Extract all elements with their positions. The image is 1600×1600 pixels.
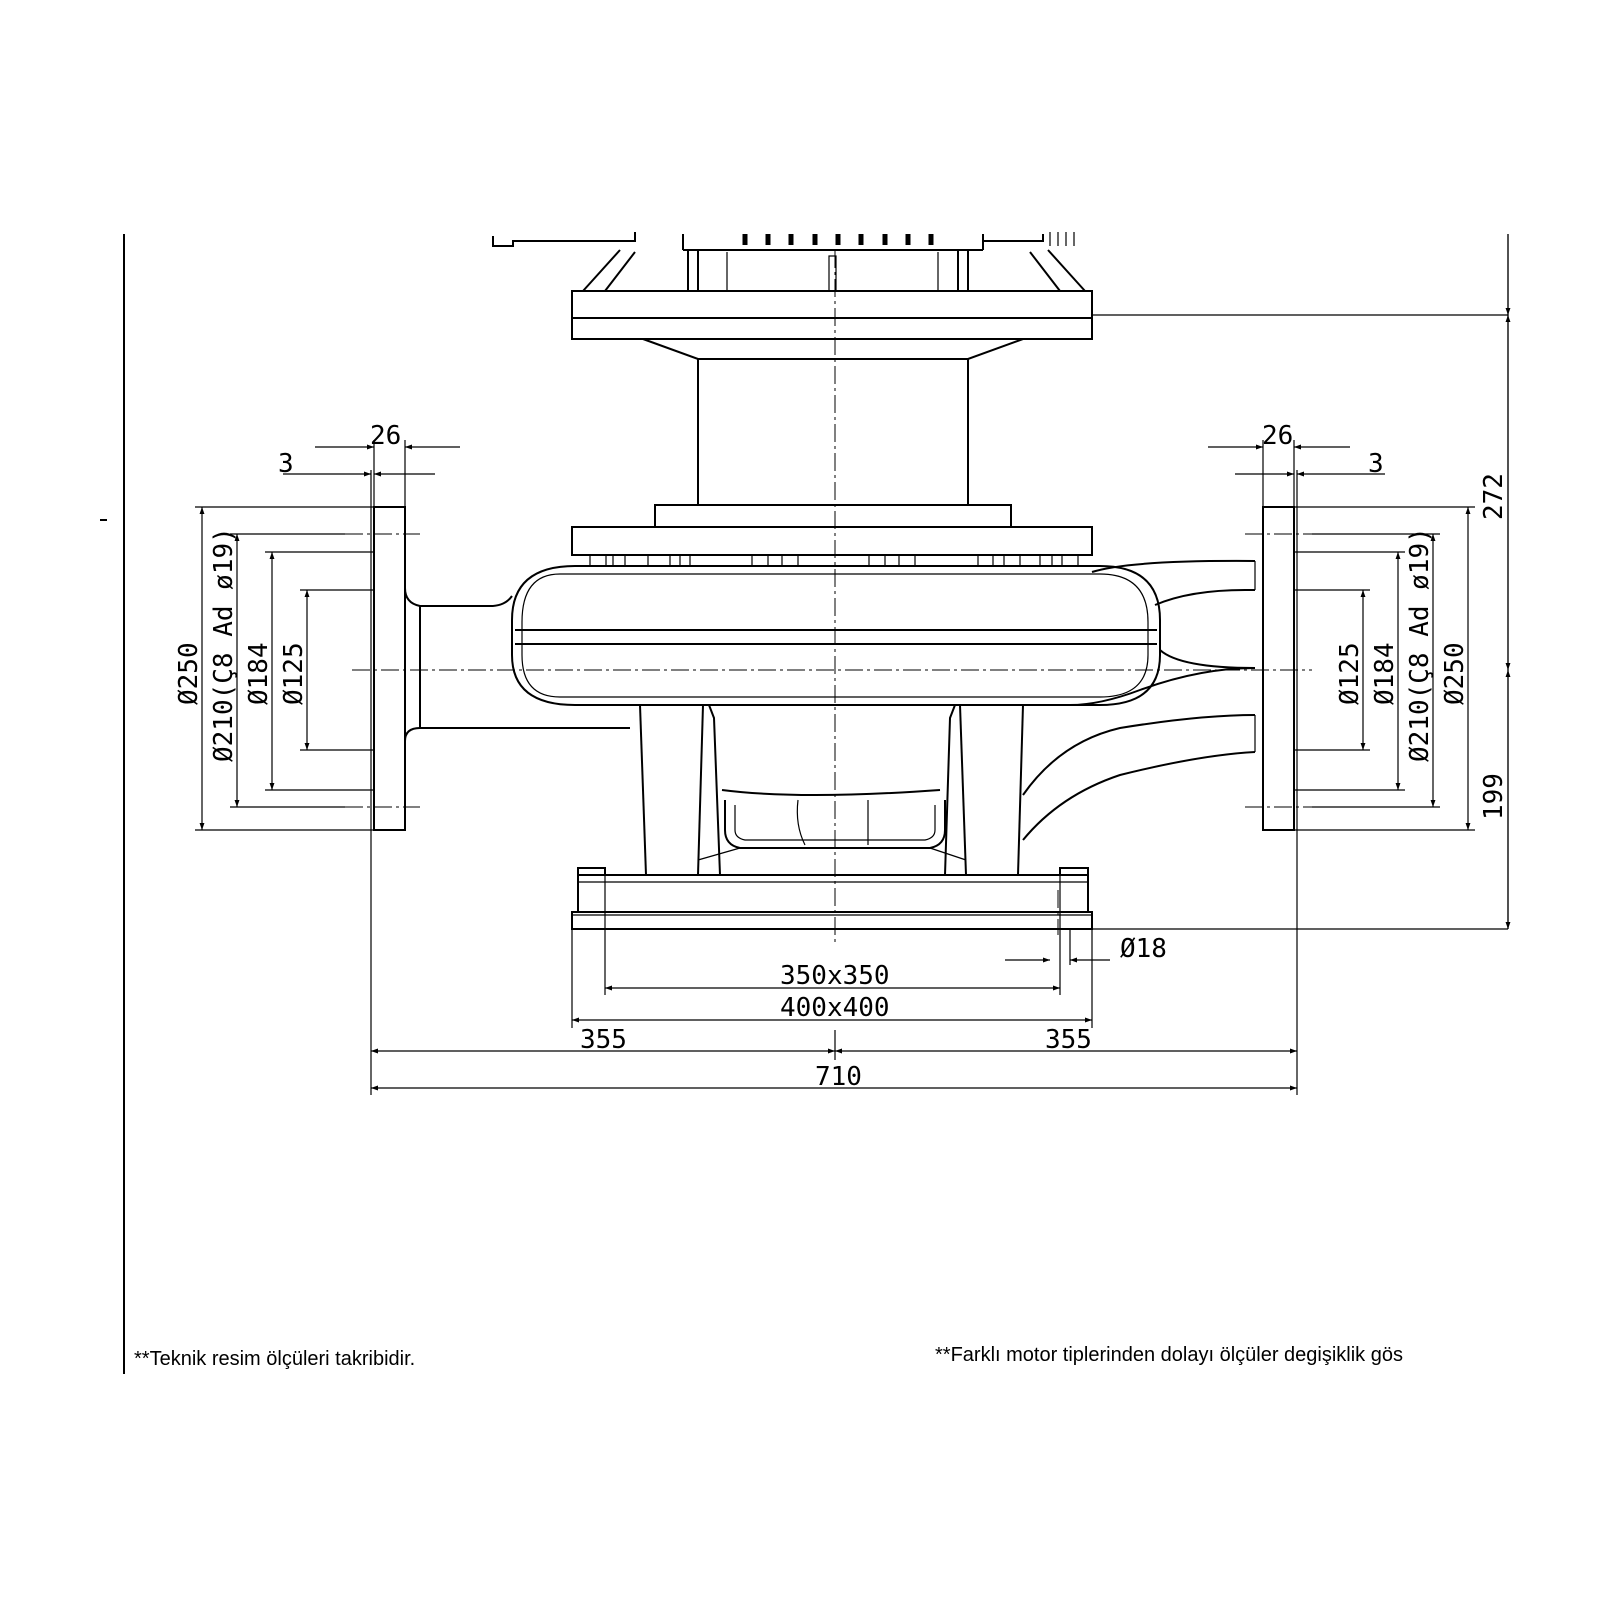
dim-height-199: 199 bbox=[1479, 773, 1509, 820]
dim-right-d184: Ø184 bbox=[1370, 642, 1400, 705]
dim-base-400: 400x400 bbox=[780, 993, 890, 1023]
dim-right-d250: Ø250 bbox=[1440, 642, 1470, 705]
dim-left-3: 3 bbox=[278, 449, 294, 479]
dim-base-350: 350x350 bbox=[780, 961, 890, 991]
dim-left-26: 26 bbox=[370, 421, 401, 451]
suction-nozzle bbox=[373, 506, 630, 831]
dim-right-26: 26 bbox=[1262, 421, 1293, 451]
motor-flange bbox=[571, 249, 1093, 340]
margin-tick-mark bbox=[100, 519, 107, 521]
pump-body bbox=[345, 232, 1312, 945]
dim-half-left-355: 355 bbox=[580, 1025, 627, 1055]
dimension-arrows bbox=[199, 234, 1511, 1091]
dimension-texts: 26 3 26 3 Ø250 Ø210(Ç8 Ad ø19) Ø184 Ø125… bbox=[174, 421, 1509, 1092]
drawing-frame-left-border bbox=[123, 234, 125, 1374]
extension-lines bbox=[195, 234, 1509, 1095]
dim-half-right-355: 355 bbox=[1045, 1025, 1092, 1055]
dim-height-272: 272 bbox=[1479, 473, 1509, 520]
support-legs bbox=[639, 704, 1024, 876]
pump-lantern bbox=[571, 338, 1093, 556]
dim-left-d210: Ø210(Ç8 Ad ø19) bbox=[209, 527, 239, 762]
note-approximate-dimensions: **Teknik resim ölçüleri takribidir. bbox=[134, 1348, 416, 1370]
volute-casing bbox=[511, 565, 1161, 706]
casing-bolts bbox=[589, 555, 1079, 567]
dim-left-d125: Ø125 bbox=[279, 642, 309, 705]
note-motor-variation: **Farklı motor tiplerinden dolayı ölçüle… bbox=[935, 1344, 1403, 1366]
dimensions: 26 3 26 3 Ø250 Ø210(Ç8 Ad ø19) Ø184 Ø125… bbox=[174, 234, 1511, 1095]
dim-right-3: 3 bbox=[1368, 449, 1384, 479]
centerlines bbox=[345, 250, 1312, 945]
dim-left-d250: Ø250 bbox=[174, 642, 204, 705]
dim-right-d125: Ø125 bbox=[1335, 642, 1365, 705]
dim-left-d184: Ø184 bbox=[244, 642, 274, 705]
motor-top bbox=[492, 232, 1075, 251]
base-plate bbox=[571, 867, 1093, 930]
dim-right-d210: Ø210(Ç8 Ad ø19) bbox=[1405, 527, 1435, 762]
dim-hole-d18: Ø18 bbox=[1120, 934, 1167, 964]
dim-total-710: 710 bbox=[815, 1062, 862, 1092]
